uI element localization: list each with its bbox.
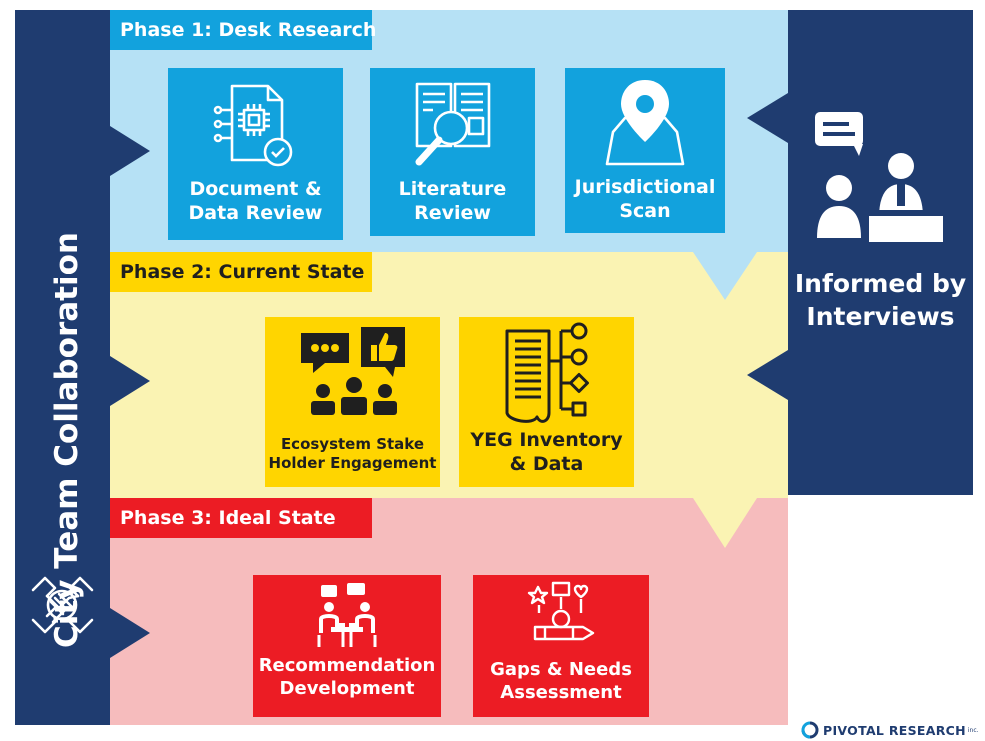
gaps-needs-assessment-card: Gaps & Needs Assessment [473,575,649,717]
phase-2-band [110,252,788,498]
logo-suffix: inc. [967,726,979,734]
literature-review-card: Literature Review [370,68,535,236]
inventory-flowchart-icon [505,322,589,423]
phase2-to-phase3-pointer [693,498,757,548]
interview-icon [815,112,943,242]
yeg-inventory-label: YEG Inventory & Data [459,429,634,477]
label-line2: Data Review [188,201,323,224]
label-line2: & Data [509,452,584,475]
document-chip-icon [213,84,293,167]
phase-3-label: Phase 3: Ideal State [110,498,372,538]
left-arrow-phase2 [110,356,150,406]
label-line1: YEG Inventory [470,429,623,451]
document-data-review-label: Document & Data Review [168,178,343,226]
handshake-icon [31,576,94,634]
gaps-needs-assessment-label: Gaps & Needs Assessment [473,659,649,704]
document-data-review-card: Document & Data Review [168,68,343,240]
jurisdictional-scan-label: Jurisdictional Scan [565,176,725,224]
label-line2: Assessment [500,681,622,703]
jurisdictional-scan-card: Jurisdictional Scan [565,68,725,233]
map-pin-icon [605,80,685,166]
label-line1: Jurisdictional [574,176,716,198]
phase-2-label: Phase 2: Current State [110,252,372,292]
label-line2: Scan [619,199,671,222]
stakeholder-engagement-icon [301,327,405,415]
recommendation-development-label: Recommendation Development [253,655,441,700]
left-arrow-phase3 [110,608,150,658]
logo-name: PIVOTAL RESEARCH [823,722,966,738]
label-line2: Holder Engagement [268,453,437,472]
left-banner: City Team Collaboration [15,10,110,725]
literature-review-label: Literature Review [370,178,535,226]
book-magnifier-icon [415,82,491,166]
label-line1: Document & [189,178,322,200]
label-line1: Literature [398,178,507,200]
right-arrow-phase1 [747,93,788,143]
phase-1-label: Phase 1: Desk Research [110,10,376,50]
right-banner-text: Informed by Interviews [788,268,973,333]
meeting-table-icon [317,583,377,647]
label-line1: Gaps & Needs [490,659,632,680]
ecosystem-engagement-label: Ecosystem Stake Holder Engagement [265,435,440,473]
ecosystem-engagement-card: Ecosystem Stake Holder Engagement [265,317,440,487]
right-banner: Informed by Interviews [788,10,973,495]
label-line1: Recommendation [258,655,436,676]
phase1-to-phase2-pointer [693,252,757,300]
gaps-pencil-icon [527,581,595,641]
right-arrow-phase2 [747,350,788,400]
recommendation-development-card: Recommendation Development [253,575,441,717]
label-line1: Ecosystem Stake [280,435,425,453]
label-line2: Development [279,677,415,699]
pivotal-logo-mark-icon [801,721,819,739]
yeg-inventory-card: YEG Inventory & Data [459,317,634,487]
label-line2: Review [414,201,491,224]
right-banner-line2: Interviews [806,301,955,331]
pivotal-research-logo: PIVOTAL RESEARCH inc. [800,721,979,739]
right-banner-line1: Informed by [794,269,967,298]
left-arrow-phase1 [110,126,150,176]
